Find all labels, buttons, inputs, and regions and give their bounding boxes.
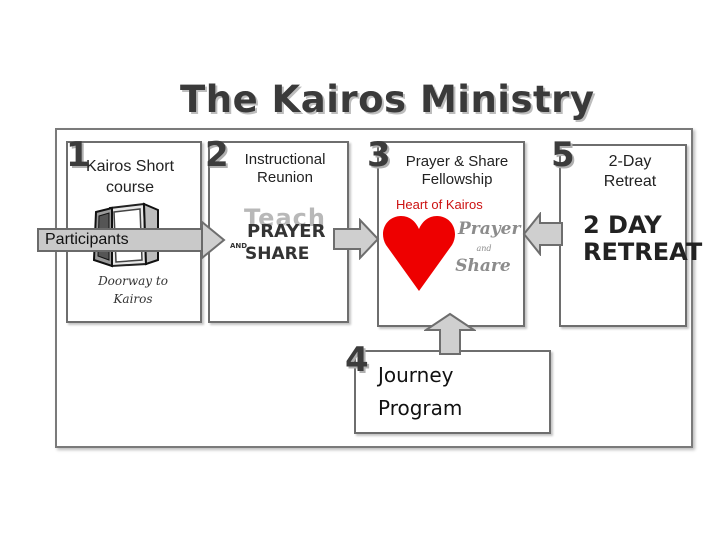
diagram-title: The Kairos Ministry	[180, 78, 595, 121]
step-label-1: Kairos Short course	[85, 158, 175, 196]
step-number-4: 4	[345, 340, 369, 380]
share-art-text-3: Share	[455, 256, 511, 276]
step-label-3: Prayer & Share Fellowship	[405, 153, 509, 188]
prayer-art-text: PRAYER	[247, 221, 326, 242]
step-box-5	[559, 144, 687, 327]
arrow-box5-to-box3	[522, 212, 563, 256]
arrow-box4-to-box3	[424, 312, 476, 355]
heart-label: Heart of Kairos	[396, 197, 483, 212]
step-label-4: Journey Program	[378, 363, 463, 420]
step-number-2: 2	[205, 135, 229, 175]
heart-icon	[382, 216, 456, 291]
step-number-5: 5	[551, 135, 575, 175]
participants-label: Participants	[37, 228, 203, 252]
outer-frame	[55, 128, 693, 448]
retreat-art-text: 2 DAY RETREAT	[583, 211, 703, 266]
step-box-4	[354, 350, 551, 434]
doorway-caption: Doorway to Kairos	[98, 274, 168, 306]
step-number-1: 1	[66, 135, 90, 175]
teach-art-text: Teach	[244, 204, 326, 232]
step-number-3: 3	[367, 135, 391, 175]
arrow-box2-to-box3	[333, 218, 380, 260]
step-label-2: Instructional Reunion	[244, 151, 326, 186]
step-label-5: 2-Day Retreat	[603, 153, 657, 190]
prayer-art-text-3: Prayer	[458, 219, 521, 239]
and-art-text: AND	[230, 242, 248, 250]
and-art-text-3: and	[476, 244, 492, 253]
share-art-text: SHARE	[245, 244, 310, 264]
